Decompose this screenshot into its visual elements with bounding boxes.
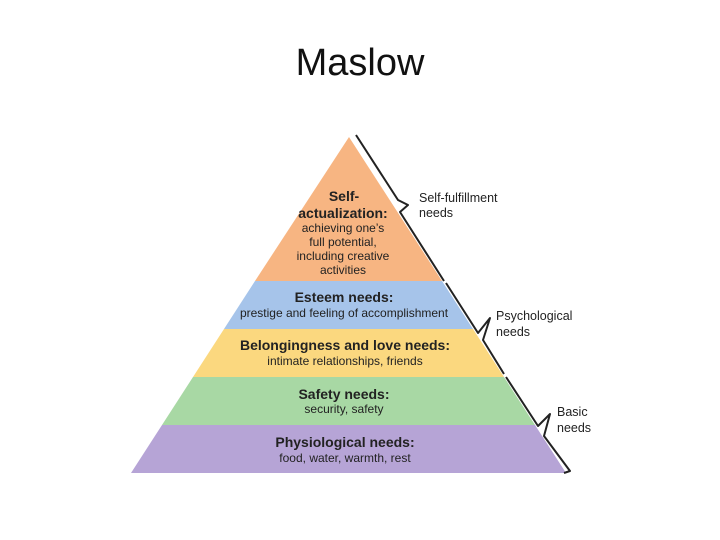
level-desc-esteem: prestige and feeling of accomplishment [240, 306, 449, 320]
level-band-self [255, 137, 442, 281]
level-desc-self: achieving one’s [302, 221, 385, 235]
level-desc-self-4: activities [320, 263, 366, 277]
level-title-esteem: Esteem needs: [295, 289, 394, 305]
group-label-psychological-2: needs [496, 325, 530, 339]
group-label-self-fulfillment: Self-fulfillment [419, 191, 498, 205]
group-label-basic: Basic [557, 405, 588, 419]
group-label-psychological: Psychological [496, 309, 572, 323]
bracket-basic [505, 376, 571, 474]
group-label-basic-2: needs [557, 421, 591, 435]
level-title-safety: Safety needs: [298, 386, 389, 402]
level-desc-self-2: full potential, [309, 235, 376, 249]
level-desc-physiological: food, water, warmth, rest [279, 451, 411, 465]
level-band-physiological [131, 425, 566, 473]
level-title-self-2: actualization: [298, 205, 387, 221]
level-band-safety [162, 377, 535, 425]
level-band-esteem [224, 281, 473, 329]
level-desc-safety: security, safety [304, 402, 383, 416]
bracket-psychological [445, 282, 505, 375]
level-title-physiological: Physiological needs: [275, 434, 414, 450]
level-band-belonging [193, 329, 504, 377]
level-desc-self-3: including creative [297, 249, 390, 263]
level-title-belonging: Belongingness and love needs: [240, 337, 450, 353]
level-desc-belonging: intimate relationships, friends [267, 354, 422, 368]
slide-title: Maslow [295, 42, 425, 84]
level-title-self: Self- [329, 188, 360, 204]
group-label-self-fulfillment-2: needs [419, 206, 453, 220]
bracket-self-fulfillment [355, 134, 445, 282]
